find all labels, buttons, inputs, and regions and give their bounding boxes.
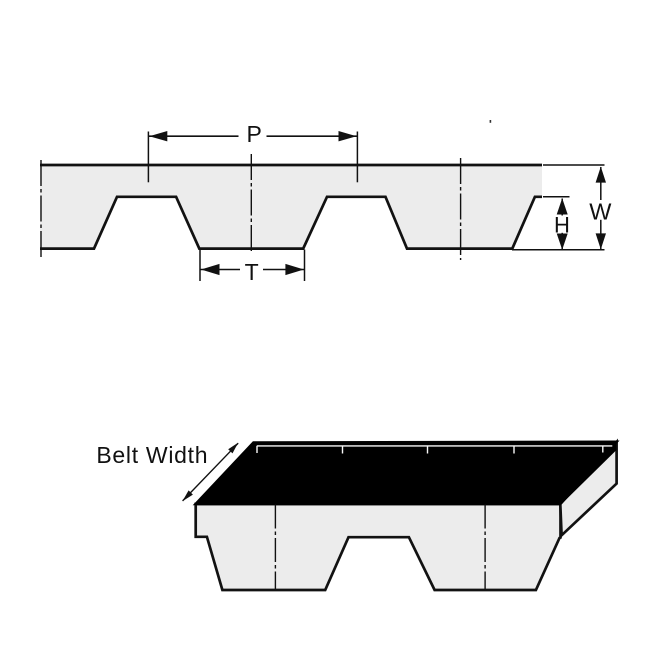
svg-text:H: H xyxy=(554,212,570,237)
svg-text:Belt Width: Belt Width xyxy=(96,442,208,468)
svg-text:P: P xyxy=(247,121,262,147)
svg-text:T: T xyxy=(245,259,259,285)
svg-text:W: W xyxy=(589,198,612,224)
